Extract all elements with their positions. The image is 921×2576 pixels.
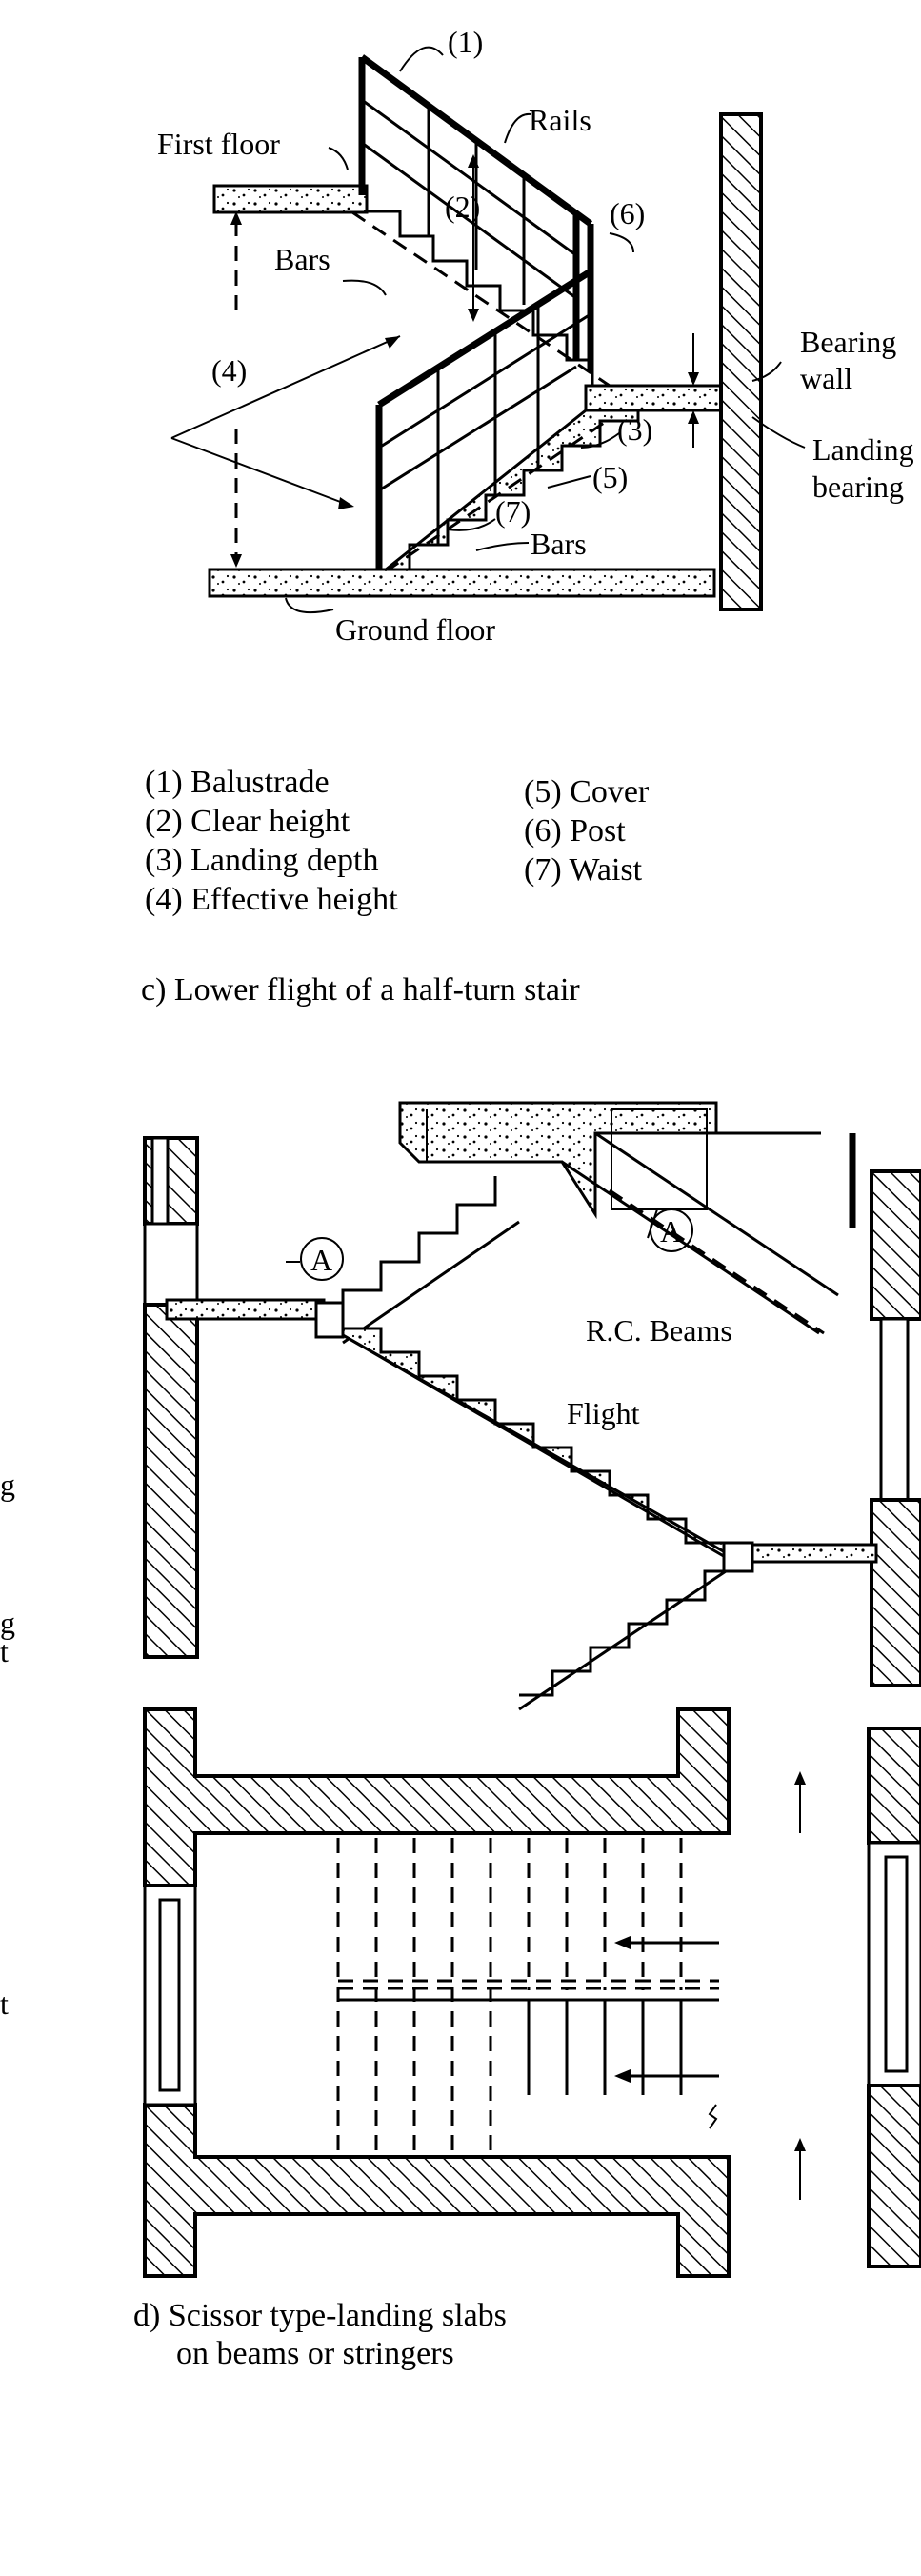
diagram-c-lower-flight: (1) Rails First floor (2) (6) Bars Beari…: [157, 25, 914, 647]
label-ground-floor: Ground floor: [335, 612, 495, 647]
marker-a-left: A: [310, 1243, 332, 1277]
marker-a-right-circle: [650, 1208, 693, 1252]
label-landing-bearing-1: Landing: [812, 432, 914, 467]
upper-flight-soffit-bars: [351, 210, 611, 388]
caption-c: c) Lower flight of a half-turn stair: [141, 972, 580, 1008]
left-landing-beam: [314, 1301, 345, 1339]
leader-7: [447, 518, 496, 531]
handrail-lower: [377, 269, 592, 408]
edge-fragment-3: t: [0, 1634, 9, 1668]
plan-wall-bottom: [143, 2103, 731, 2278]
left-window: [150, 1136, 170, 1226]
legend-left-1: (1) Balustrade: [145, 765, 330, 800]
label-landing-bearing-2: bearing: [812, 469, 904, 504]
upper-flight-steps: [365, 186, 594, 386]
bearing-wall: [719, 112, 763, 611]
label-n7: (7): [495, 494, 531, 529]
effective-height-leader-2: [170, 335, 401, 439]
diagram-d-plan: [143, 1707, 921, 2278]
marker-a-right: A: [660, 1214, 682, 1248]
leader-landing-bearing: [751, 416, 806, 449]
leader-3: [580, 432, 620, 449]
leader-first-floor: [328, 147, 349, 170]
legend-left-3: (3) Landing depth: [145, 843, 379, 878]
edge-fragment-2: g: [0, 1606, 15, 1640]
plan-right-wall-top: [867, 1727, 921, 1845]
diagram-d-section: A A R.C. Beams Flight: [143, 1101, 921, 1711]
right-landing-slab: [751, 1543, 878, 1564]
legend-right-2: (6) Post: [524, 813, 626, 849]
rc-beam-section: [611, 1108, 708, 1210]
label-n4: (4): [211, 353, 247, 388]
leader-bearing-wall: [751, 361, 782, 382]
caption-d-line2: on beams or stringers: [176, 2336, 454, 2371]
leader-5: [547, 475, 591, 489]
label-bearing-wall-2: wall: [800, 361, 852, 395]
label-bars-top: Bars: [274, 242, 330, 276]
lower-flight-bars: [385, 417, 611, 573]
label-first-floor: First floor: [157, 127, 280, 161]
legend-left-4: (4) Effective height: [145, 882, 398, 917]
leader-bars-top: [342, 279, 387, 296]
label-n5: (5): [592, 460, 628, 494]
plan-right-window: [884, 1855, 909, 2073]
label-n6: (6): [610, 196, 645, 230]
label-n1: (1): [448, 25, 483, 59]
plan-wall-top: [143, 1707, 731, 1887]
first-floor-slab: [212, 184, 369, 214]
upper-beam-slab: [398, 1101, 718, 1220]
leader-bars-bottom: [475, 542, 530, 551]
plan-dashed-treads: [336, 1838, 719, 2152]
label-rc-beams: R.C. Beams: [586, 1313, 732, 1348]
marker-a-left-circle: [300, 1237, 344, 1281]
right-wall-top: [870, 1169, 921, 1321]
upper-flight-d: [341, 1176, 497, 1319]
label-n3: (3): [617, 412, 652, 447]
left-wall-bottom: [143, 1303, 199, 1659]
plan-solid-treads: [338, 1998, 719, 2095]
leader-1: [399, 46, 444, 72]
right-landing-beam: [722, 1541, 754, 1573]
label-n2: (2): [445, 190, 480, 224]
label-bearing-wall-1: Bearing: [800, 325, 896, 359]
leader-6: [609, 232, 634, 253]
edge-fragment-4: t: [0, 1987, 9, 2021]
caption-d-line1: d) Scissor type-landing slabs: [133, 2298, 507, 2333]
effective-height-leader-1: [170, 437, 344, 504]
legend-c: (1) Balustrade (2) Clear height (3) Land…: [145, 765, 650, 917]
lower-flight-d: [519, 1569, 738, 1697]
label-flight: Flight: [567, 1396, 640, 1430]
right-wall-bottom: [870, 1498, 921, 1687]
label-rails: Rails: [529, 103, 591, 137]
rail-upper-2: [361, 141, 577, 300]
plan-right-wall-bottom: [867, 2084, 921, 2268]
label-bars-bottom: Bars: [531, 527, 587, 561]
legend-right-3: (7) Waist: [524, 852, 643, 888]
right-window: [879, 1317, 910, 1502]
leader-rails: [504, 112, 531, 144]
left-landing-slab: [165, 1298, 326, 1321]
rail-lower-2: [378, 365, 577, 492]
landing-slab: [584, 384, 740, 412]
plan-left-window: [158, 1898, 181, 2092]
legend-right-1: (5) Cover: [524, 774, 650, 809]
rail-upper-1: [361, 98, 577, 257]
edge-fragment-1: g: [0, 1468, 15, 1502]
rail-lower-1: [378, 312, 591, 449]
legend-left-2: (2) Clear height: [145, 804, 350, 839]
leader-ground-floor: [285, 597, 334, 613]
ground-floor-slab: [208, 568, 716, 598]
